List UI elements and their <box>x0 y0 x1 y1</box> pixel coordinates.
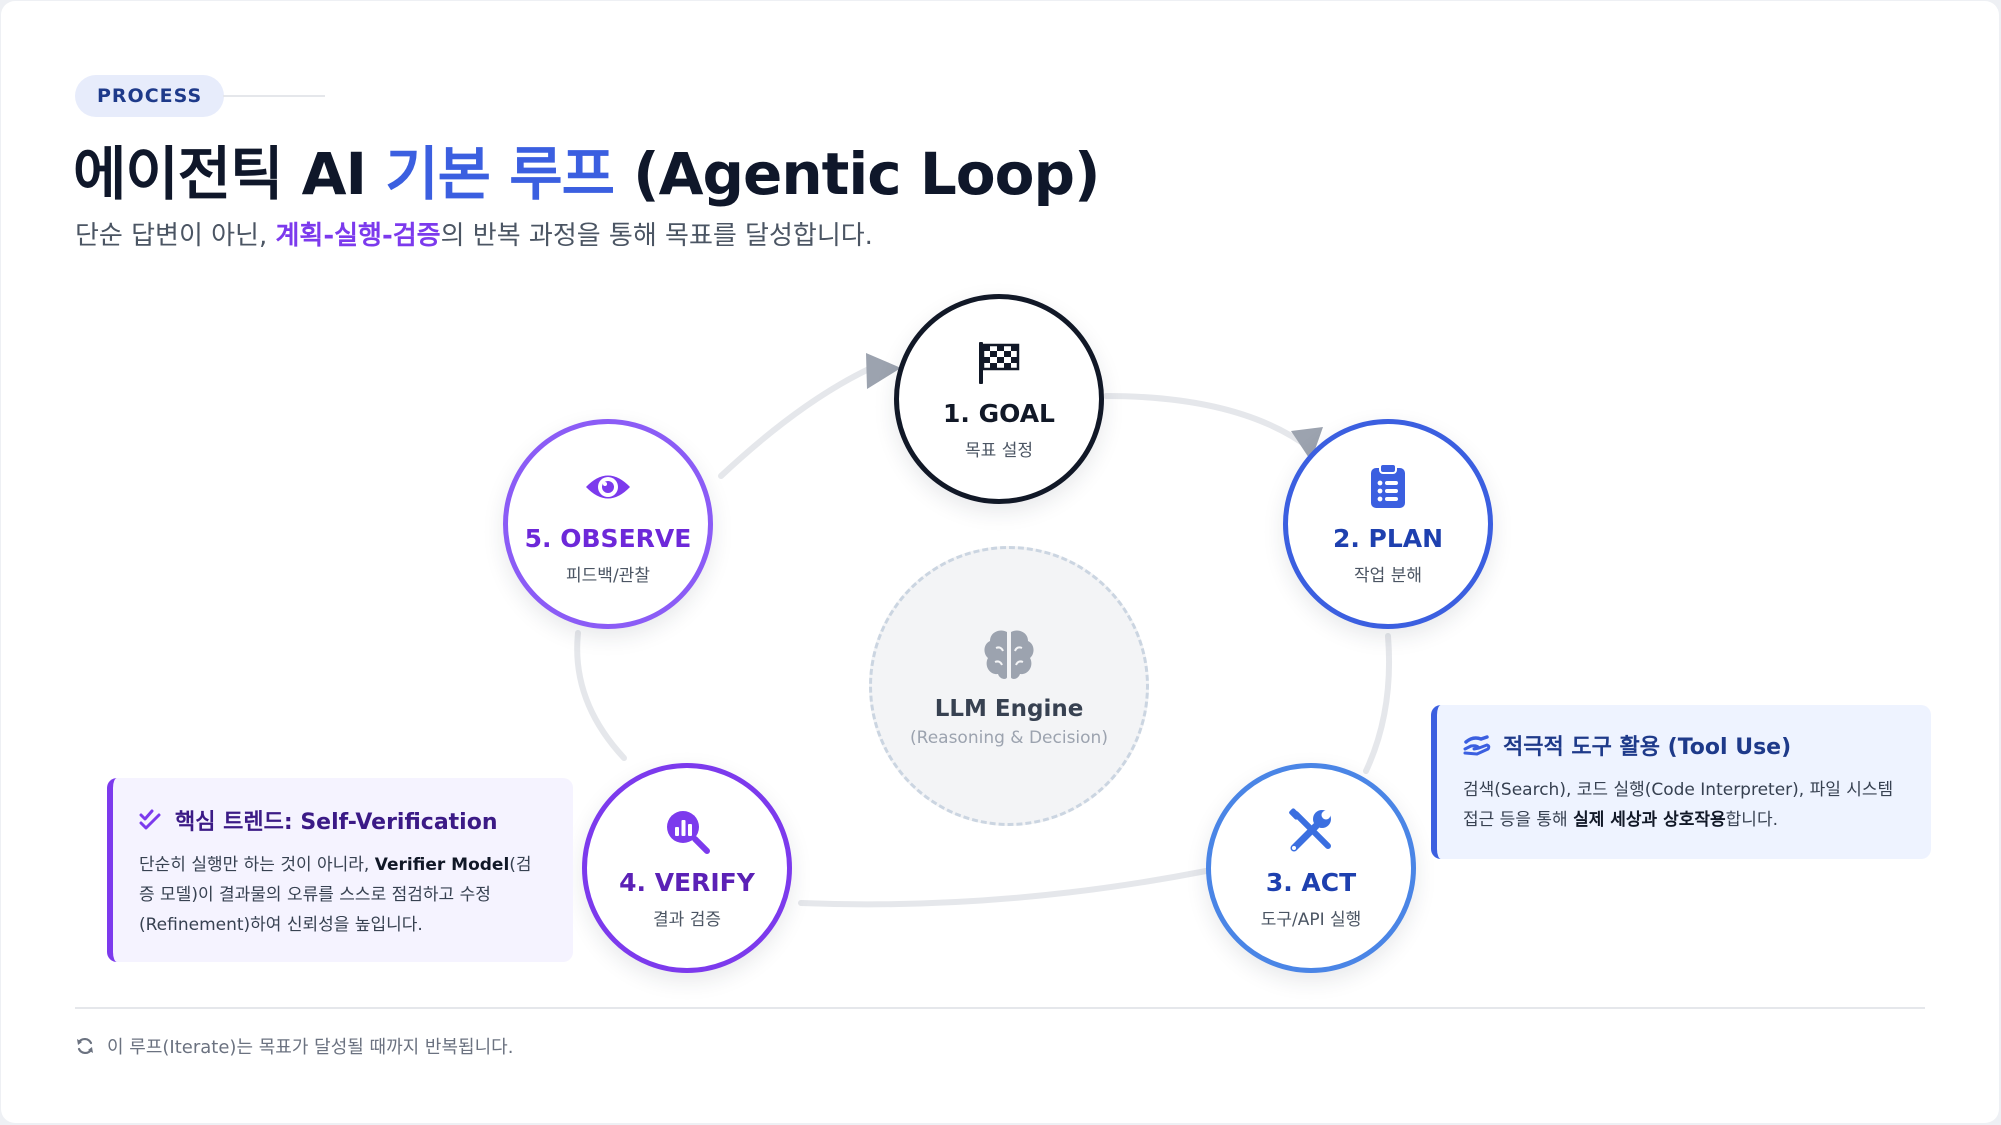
node-goal-label: 1. GOAL <box>943 399 1055 428</box>
subtitle-suffix: 의 반복 과정을 통해 목표를 달성합니다. <box>440 221 873 251</box>
callout-tool-use-body-post: 합니다. <box>1725 810 1778 830</box>
callout-tool-use-body: 검색(Search), 코드 실행(Code Interpreter), 파일 … <box>1463 775 1905 835</box>
node-plan-label: 2. PLAN <box>1332 524 1444 553</box>
callout-self-verification-body: 단순히 실행만 하는 것이 아니라, Verifier Model(검증 모델)… <box>139 850 547 940</box>
footer-note: 이 루프(Iterate)는 목표가 달성될 때까지 반복됩니다. <box>75 1033 513 1059</box>
callout-self-verification-title: 핵심 트렌드: Self-Verification <box>139 804 547 836</box>
node-verify: 4. VERIFY 결과 검증 <box>582 763 792 973</box>
callout-tool-use: 적극적 도구 활용 (Tool Use) 검색(Search), 코드 실행(C… <box>1431 705 1931 859</box>
arrow-head-to-goal <box>866 353 901 389</box>
connector-verify-observe <box>574 630 627 761</box>
node-goal-sub: 목표 설정 <box>965 441 1033 461</box>
arrow-head-to-plan <box>1291 427 1323 461</box>
footer-divider <box>75 1007 1925 1009</box>
footer-text: 이 루프(Iterate)는 목표가 달성될 때까지 반복됩니다. <box>107 1037 514 1058</box>
subtitle-prefix: 단순 답변이 아닌, <box>75 221 276 251</box>
node-plan-sub: 작업 분해 <box>1354 566 1422 586</box>
tools-icon <box>1289 808 1331 852</box>
node-act: 3. ACT 도구/API 실행 <box>1206 763 1416 973</box>
title-highlight: 기본 루프 <box>385 140 615 208</box>
node-goal: 1. GOAL 목표 설정 <box>894 294 1104 504</box>
callout-self-verification-title-text: 핵심 트렌드: Self-Verification <box>175 810 498 835</box>
page-title: 에이전틱 AI 기본 루프 (Agentic Loop) <box>73 127 1101 211</box>
node-verify-sub: 결과 검증 <box>653 910 721 930</box>
callout-tool-use-title-text: 적극적 도구 활용 (Tool Use) <box>1503 735 1792 760</box>
node-act-sub: 도구/API 실행 <box>1260 910 1362 930</box>
node-act-label: 3. ACT <box>1265 868 1357 897</box>
brain-icon <box>984 630 1034 679</box>
connector-goal-plan <box>1103 393 1314 452</box>
refresh-icon <box>77 1037 93 1055</box>
chart-magnifier-icon <box>667 811 710 854</box>
subtitle-accent: 계획-실행-검증 <box>275 221 441 251</box>
node-observe-label: 5. OBSERVE <box>524 524 692 553</box>
callout-tool-use-title: 적극적 도구 활용 (Tool Use) <box>1463 729 1905 761</box>
llm-engine-core: LLM Engine (Reasoning & Decision) <box>869 546 1149 826</box>
hand-holding-icon <box>1463 735 1491 756</box>
connector-observe-goal <box>718 365 874 479</box>
connector-act-verify <box>798 868 1209 908</box>
llm-engine-sub: (Reasoning & Decision) <box>910 728 1108 748</box>
eye-icon <box>586 475 630 499</box>
callout-self-verification: 핵심 트렌드: Self-Verification 단순히 실행만 하는 것이 … <box>107 778 573 962</box>
checkered-flag-icon <box>979 342 1020 384</box>
callout-self-verification-body-pre: 단순히 실행만 하는 것이 아니라, <box>139 855 375 875</box>
title-prefix: 에이전틱 AI <box>73 140 386 208</box>
node-verify-label: 4. VERIFY <box>619 868 755 897</box>
llm-engine-label: LLM Engine <box>934 696 1084 722</box>
callout-tool-use-body-pre: 검색(Search), 코드 실행(Code Interpreter), 파일 … <box>1463 780 1894 830</box>
connector-plan-act <box>1363 633 1393 774</box>
callout-self-verification-body-post: (검증 모델)이 결과물의 오류를 스스로 점검하고 수정(Refinement… <box>139 855 532 935</box>
section-tag: PROCESS <box>75 75 225 117</box>
title-suffix: (Agentic Loop) <box>613 140 1100 208</box>
node-plan: 2. PLAN 작업 분해 <box>1283 419 1493 629</box>
callout-tool-use-body-bold: 실제 세상과 상호작용 <box>1573 810 1726 830</box>
tag-divider <box>223 95 325 97</box>
node-observe-sub: 피드백/관찰 <box>566 566 650 586</box>
callout-self-verification-body-bold: Verifier Model <box>374 855 510 875</box>
double-check-icon <box>139 809 161 830</box>
clipboard-list-icon <box>1371 463 1405 508</box>
node-observe: 5. OBSERVE 피드백/관찰 <box>503 419 713 629</box>
page-subtitle: 단순 답변이 아닌, 계획-실행-검증의 반복 과정을 통해 목표를 달성합니다… <box>75 215 873 252</box>
